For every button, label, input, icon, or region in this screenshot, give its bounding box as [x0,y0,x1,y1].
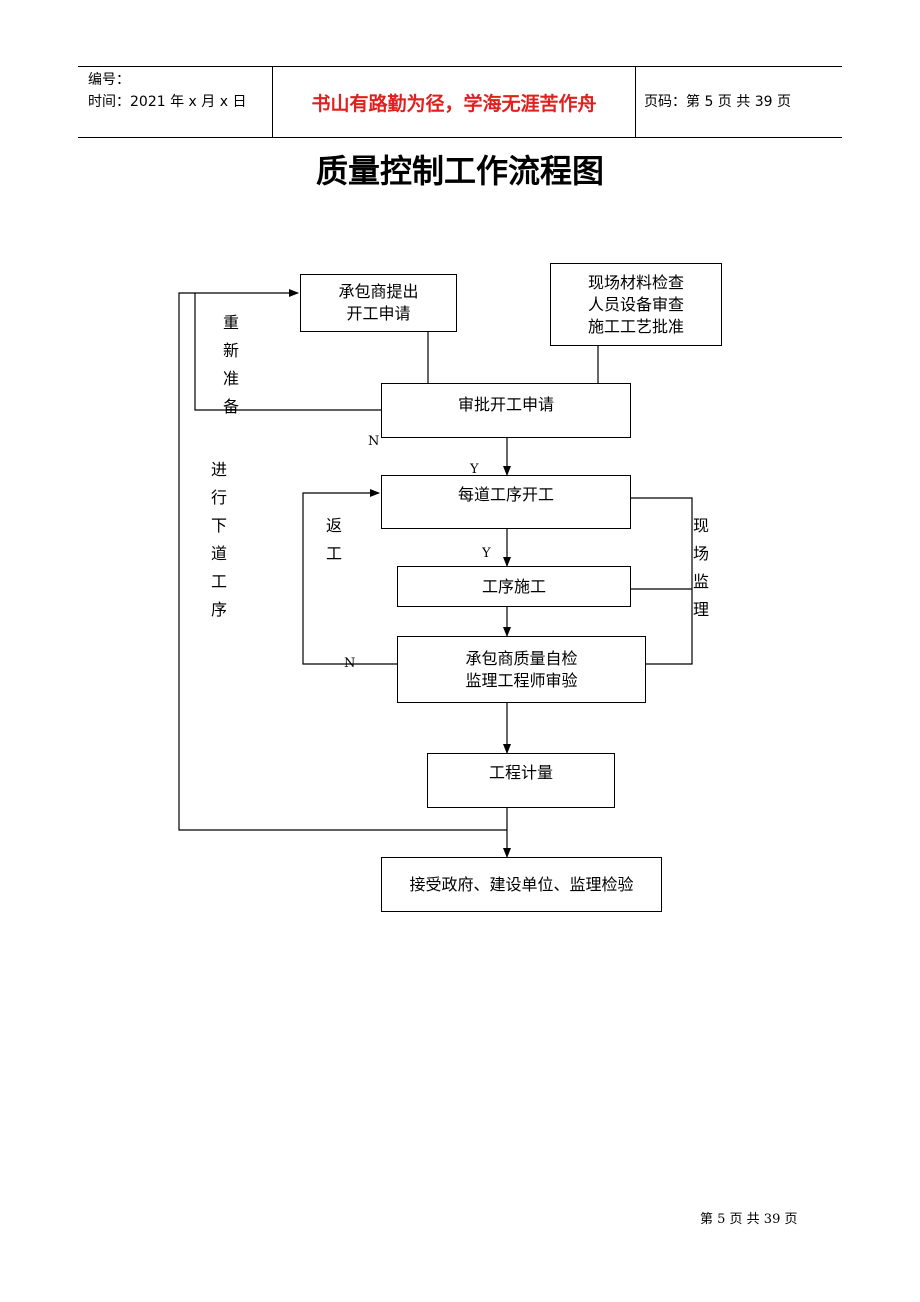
connector-next-process-loop [178,292,507,831]
self-check-box: 承包商质量自检 监理工程师审验 [397,636,646,703]
n-mark-selfcheck: N [344,656,356,671]
apply-start-box: 承包商提出 开工申请 [300,274,457,332]
approve-box: 审批开工申请 [381,383,631,438]
n-mark-approve: N [368,434,380,449]
y-mark-approve: Y [470,462,479,477]
y-mark-each: Y [482,546,491,561]
accept-box: 接受政府、建设单位、监理检验 [381,857,662,912]
time-label: 时间：2021 年 x 月 x 日 [88,94,247,110]
header-info-cell: 编号： 时间：2021 年 x 月 x 日 [78,67,272,137]
connector-supervision-bracket [630,497,693,665]
header-pager-cell: 页码：第 5 页 共 39 页 [635,67,842,137]
page-footer: 第 5 页 共 39 页 [700,1212,798,1227]
page-header: 编号： 时间：2021 年 x 月 x 日 书山有路勤为径，学海无涯苦作舟 页码… [78,66,842,138]
connector-rework-loop [302,489,397,665]
supervision-label: 现 场 监 理 [692,516,709,619]
serial-label: 编号： [88,72,130,88]
construction-box: 工序施工 [397,566,631,607]
site-check-box: 现场材料检查 人员设备审查 施工工艺批准 [550,263,722,346]
measure-box: 工程计量 [427,753,615,808]
reprepare-label: 重 新 准 备 [222,313,239,416]
next-process-label: 进 行 下 道 工 序 [210,460,227,619]
connector-reprepare-loop [194,289,381,411]
page-title: 质量控制工作流程图 [315,152,604,190]
each-process-box: 每道工序开工 [381,475,631,529]
pager-text: 页码：第 5 页 共 39 页 [644,94,791,110]
header-motto-cell: 书山有路勤为径，学海无涯苦作舟 [272,67,636,137]
motto-text: 书山有路勤为径，学海无涯苦作舟 [311,93,597,115]
rework-label: 返 工 [325,516,342,563]
